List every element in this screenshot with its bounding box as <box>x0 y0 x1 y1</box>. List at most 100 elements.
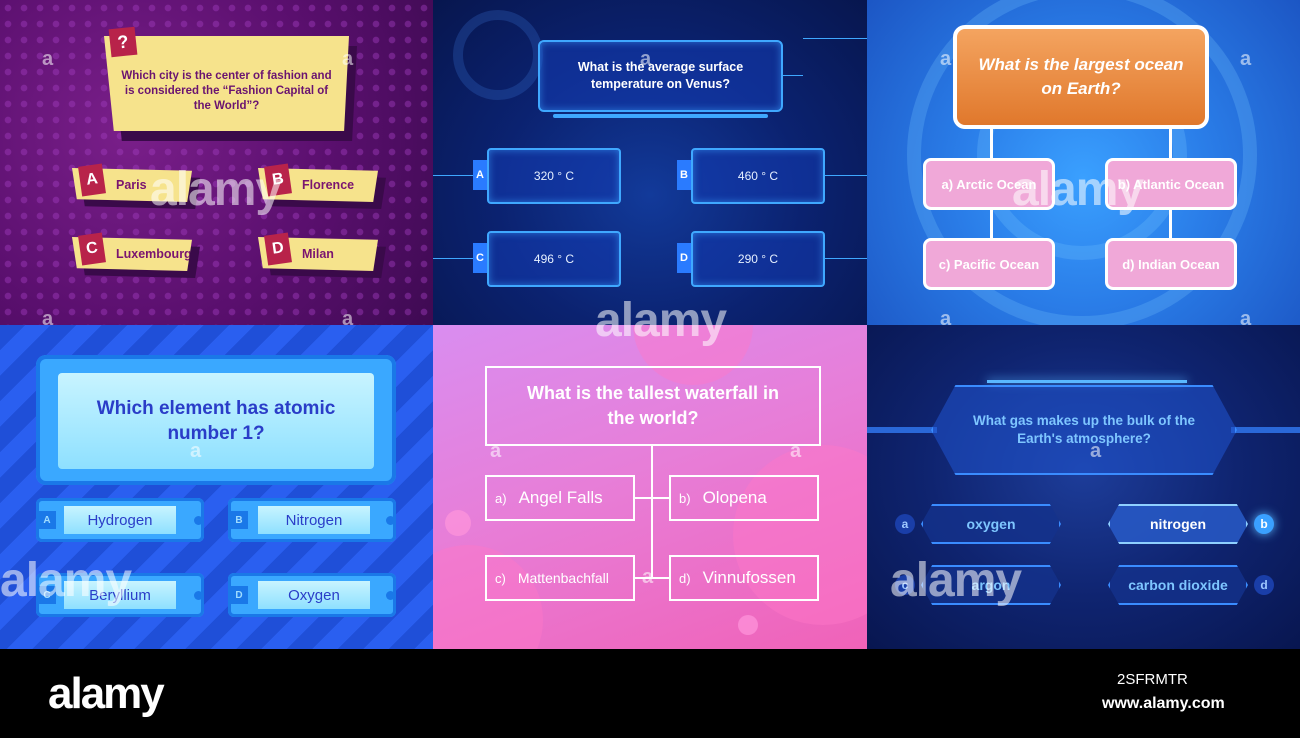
answer-letter-badge: A <box>38 511 56 529</box>
answer-text: Luxembourg <box>116 247 192 261</box>
answer-letter-badge: a <box>895 514 915 534</box>
watermark-text: alamy <box>0 554 132 607</box>
answer-text: Vinnufossen <box>702 568 796 587</box>
question-text: Which element has atomic number 1? <box>96 398 336 444</box>
watermark-mark: a <box>790 440 802 462</box>
question-text: What is the tallest waterfall in the wor… <box>526 383 780 428</box>
answer-text: oxygen <box>966 516 1016 532</box>
glow-line <box>987 380 1187 383</box>
quiz-panel-waterfall: What is the tallest waterfall in the wor… <box>433 325 867 649</box>
answer-text: d) Indian Ocean <box>1122 256 1220 272</box>
quiz-panel-venus: What is the average surface temperature … <box>433 0 867 325</box>
answer-text: 320 ° C <box>533 169 575 183</box>
quiz-panel-fashion: Which city is the center of fashion and … <box>0 0 433 325</box>
answer-text: c) Pacific Ocean <box>938 256 1040 272</box>
watermark-mark: a <box>342 48 354 70</box>
answer-text: 460 ° C <box>737 169 779 183</box>
answer-option-a[interactable]: a) Angel Falls <box>485 475 635 521</box>
answer-text: Oxygen <box>258 581 370 609</box>
answer-prefix: c) <box>495 570 506 586</box>
answer-letter-tag: B <box>677 160 691 190</box>
answer-option-b[interactable]: b) Olopena <box>669 475 819 521</box>
answer-letter-tag: C <box>473 243 487 273</box>
answer-text: Olopena <box>702 488 767 507</box>
answer-option-b[interactable]: 460 ° C <box>691 148 825 204</box>
answer-text: Florence <box>302 178 355 192</box>
watermark-mark: a <box>940 308 952 330</box>
connector-line <box>783 75 803 76</box>
answer-option-a[interactable]: oxygen <box>921 504 1061 544</box>
answer-letter-badge: b <box>1254 514 1274 534</box>
answer-letter-tag: A <box>473 160 487 190</box>
watermark-mark: a <box>190 440 202 462</box>
answer-dot <box>194 591 203 600</box>
answer-option-a[interactable]: a) Arctic Ocean <box>923 158 1055 210</box>
watermark-mark: a <box>1090 440 1102 462</box>
site-url[interactable]: www.alamy.com <box>1102 695 1225 712</box>
connector-line <box>803 38 867 39</box>
connector-line <box>825 258 867 259</box>
answer-option-c[interactable]: Luxembourg <box>72 237 192 271</box>
connector-line <box>635 497 669 499</box>
watermark-text: alamy <box>595 294 727 347</box>
answer-option-b[interactable]: b) Atlantic Ocean <box>1105 158 1237 210</box>
connector-line <box>635 577 669 579</box>
answer-dot <box>386 516 395 525</box>
answer-prefix: b) <box>679 490 691 506</box>
answer-option-d[interactable]: d) Vinnufossen <box>669 555 819 601</box>
decorative-bubble <box>738 615 758 635</box>
answer-option-c[interactable]: 496 ° C <box>487 231 621 287</box>
answer-text: argon <box>971 577 1011 593</box>
answer-text: carbon dioxide <box>1128 577 1228 593</box>
answer-letter-badge: c <box>895 575 915 595</box>
answer-option-b-selected[interactable]: nitrogen <box>1108 504 1248 544</box>
quiz-panel-atmosphere: What gas makes up the bulk of the Earth'… <box>867 325 1300 649</box>
answer-option-d[interactable]: d) Indian Ocean <box>1105 238 1237 290</box>
answer-prefix: a) <box>495 490 507 506</box>
answer-text: Angel Falls <box>518 488 603 507</box>
decorative-bubble <box>445 510 471 536</box>
question-box: What is the tallest waterfall in the wor… <box>485 366 821 446</box>
question-box: What gas makes up the bulk of the Earth'… <box>931 385 1237 475</box>
answer-text: b) Atlantic Ocean <box>1117 176 1225 192</box>
quiz-panel-element: Which element has atomic number 1? A Hyd… <box>0 325 433 649</box>
question-mark-icon: ? <box>108 26 138 58</box>
answer-option-a[interactable]: 320 ° C <box>487 148 621 204</box>
answer-letter-badge: C <box>78 232 106 266</box>
question-side-bar <box>867 427 937 433</box>
answer-dot <box>194 516 203 525</box>
question-side-bar <box>1231 427 1300 433</box>
question-frame: What is the average surface temperature … <box>538 40 783 112</box>
watermark-text: alamy <box>890 554 1022 607</box>
question-card: Which city is the center of fashion and … <box>104 36 349 131</box>
answer-text: Mattenbachfall <box>517 570 609 586</box>
answer-text: a) Arctic Ocean <box>941 176 1037 192</box>
question-text: What is the largest ocean on Earth? <box>978 55 1184 98</box>
question-underline <box>553 114 768 118</box>
answer-option-d[interactable]: 290 ° C <box>691 231 825 287</box>
answer-letter-badge: C <box>38 586 56 604</box>
question-text: What gas makes up the bulk of the Earth'… <box>972 413 1196 446</box>
answer-letter-badge: A <box>78 163 106 197</box>
answer-text: Paris <box>116 178 147 192</box>
connector-line <box>433 175 473 176</box>
answer-dot <box>386 591 395 600</box>
answer-prefix: d) <box>679 570 691 586</box>
question-text: Which city is the center of fashion and … <box>121 70 332 112</box>
answer-option-d[interactable]: carbon dioxide <box>1108 565 1248 605</box>
answer-option-c[interactable]: c) Pacific Ocean <box>923 238 1055 290</box>
stock-footer: alamy 2SFRMTR www.alamy.com <box>0 649 1300 738</box>
watermark-mark: a <box>940 48 952 70</box>
answer-text: Nitrogen <box>258 506 370 534</box>
image-id: 2SFRMTR <box>1117 671 1188 688</box>
answer-option-c[interactable]: c) Mattenbachfall <box>485 555 635 601</box>
answer-letter-badge: D <box>230 586 248 604</box>
decorative-ring <box>453 10 543 100</box>
answer-letter-badge: B <box>230 511 248 529</box>
watermark-mark: a <box>490 440 502 462</box>
watermark-mark: a <box>640 48 652 70</box>
watermark-mark: a <box>1240 308 1252 330</box>
quiz-panel-ocean: What is the largest ocean on Earth? a) A… <box>867 0 1300 325</box>
answer-option-c[interactable]: argon <box>921 565 1061 605</box>
answer-letter-tag: D <box>677 243 691 273</box>
